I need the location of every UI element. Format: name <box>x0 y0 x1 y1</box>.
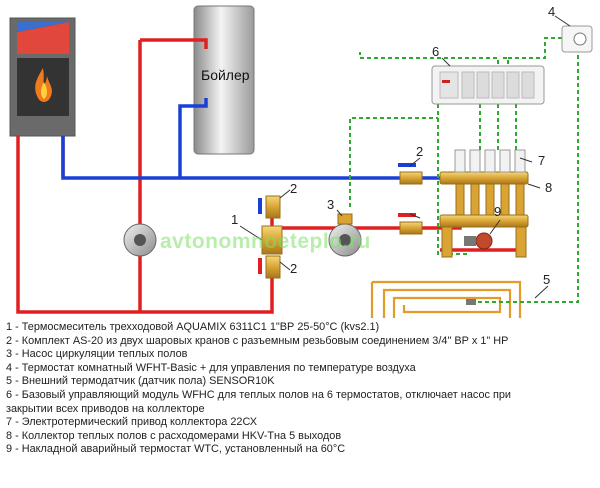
floor-sensor <box>466 299 476 305</box>
legend-item: 7 - Электротермический привод коллектора… <box>6 416 257 429</box>
callout-5: 5 <box>543 272 550 287</box>
blue-pipes <box>61 98 440 180</box>
legend-item: 9 - Накладной аварийный термостат WTC, у… <box>6 443 346 456</box>
control-module <box>431 65 545 105</box>
callout-3: 3 <box>327 197 334 212</box>
legend-item: 5 - Внешний термодатчик (датчик пола) SE… <box>6 375 275 388</box>
legend-item: закрытии всех приводов на коллекторе <box>6 402 205 415</box>
ball-valves <box>258 163 423 279</box>
callout-4: 4 <box>548 4 555 19</box>
legend-item: 3 - Насос циркуляции теплых полов <box>6 348 188 361</box>
legend-item: 8 - Коллектор теплых полов с расходомера… <box>6 429 342 442</box>
legend-item: 1 - Термосмеситель трехходовой AQUAMIX 6… <box>6 321 380 333</box>
callout-2-lower-left: 2 <box>290 181 297 196</box>
callout-7: 7 <box>538 153 545 168</box>
legend-item: 2 - Комплект AS-20 из двух шаровых крано… <box>6 334 509 347</box>
callout-2-bottom: 2 <box>290 261 297 276</box>
heating-scheme-diagram: Бойлер <box>9 4 593 318</box>
floor-manifold <box>439 149 529 258</box>
floor-heating-loop <box>370 280 522 318</box>
thermostat-dial-icon <box>573 32 587 46</box>
boiler-label: Бойлер <box>201 67 250 83</box>
callout-leaders <box>239 15 571 299</box>
callout-1: 1 <box>231 212 238 227</box>
watermark: avtonomnoeteplo.ru <box>160 230 371 253</box>
boiler-tank: Бойлер <box>193 5 255 155</box>
floor-pump <box>328 213 362 257</box>
emergency-thermostat <box>464 232 493 250</box>
boiler-pump <box>123 223 157 257</box>
furnace <box>9 17 76 137</box>
legend-item: 4 - Термостат комнатный WFHT-Basic + для… <box>6 361 416 374</box>
legend-item: 6 - Базовый управляющий модуль WFHC для … <box>6 388 512 401</box>
callout-6: 6 <box>432 44 439 59</box>
legend-list: 1 - Термосмеситель трехходовой AQUAMIX 6… <box>6 321 596 457</box>
callout-8: 8 <box>545 180 552 195</box>
room-thermostat <box>561 25 593 53</box>
callout-9: 9 <box>494 204 501 219</box>
flame-icon <box>35 68 52 102</box>
callout-2-top: 2 <box>416 144 423 159</box>
